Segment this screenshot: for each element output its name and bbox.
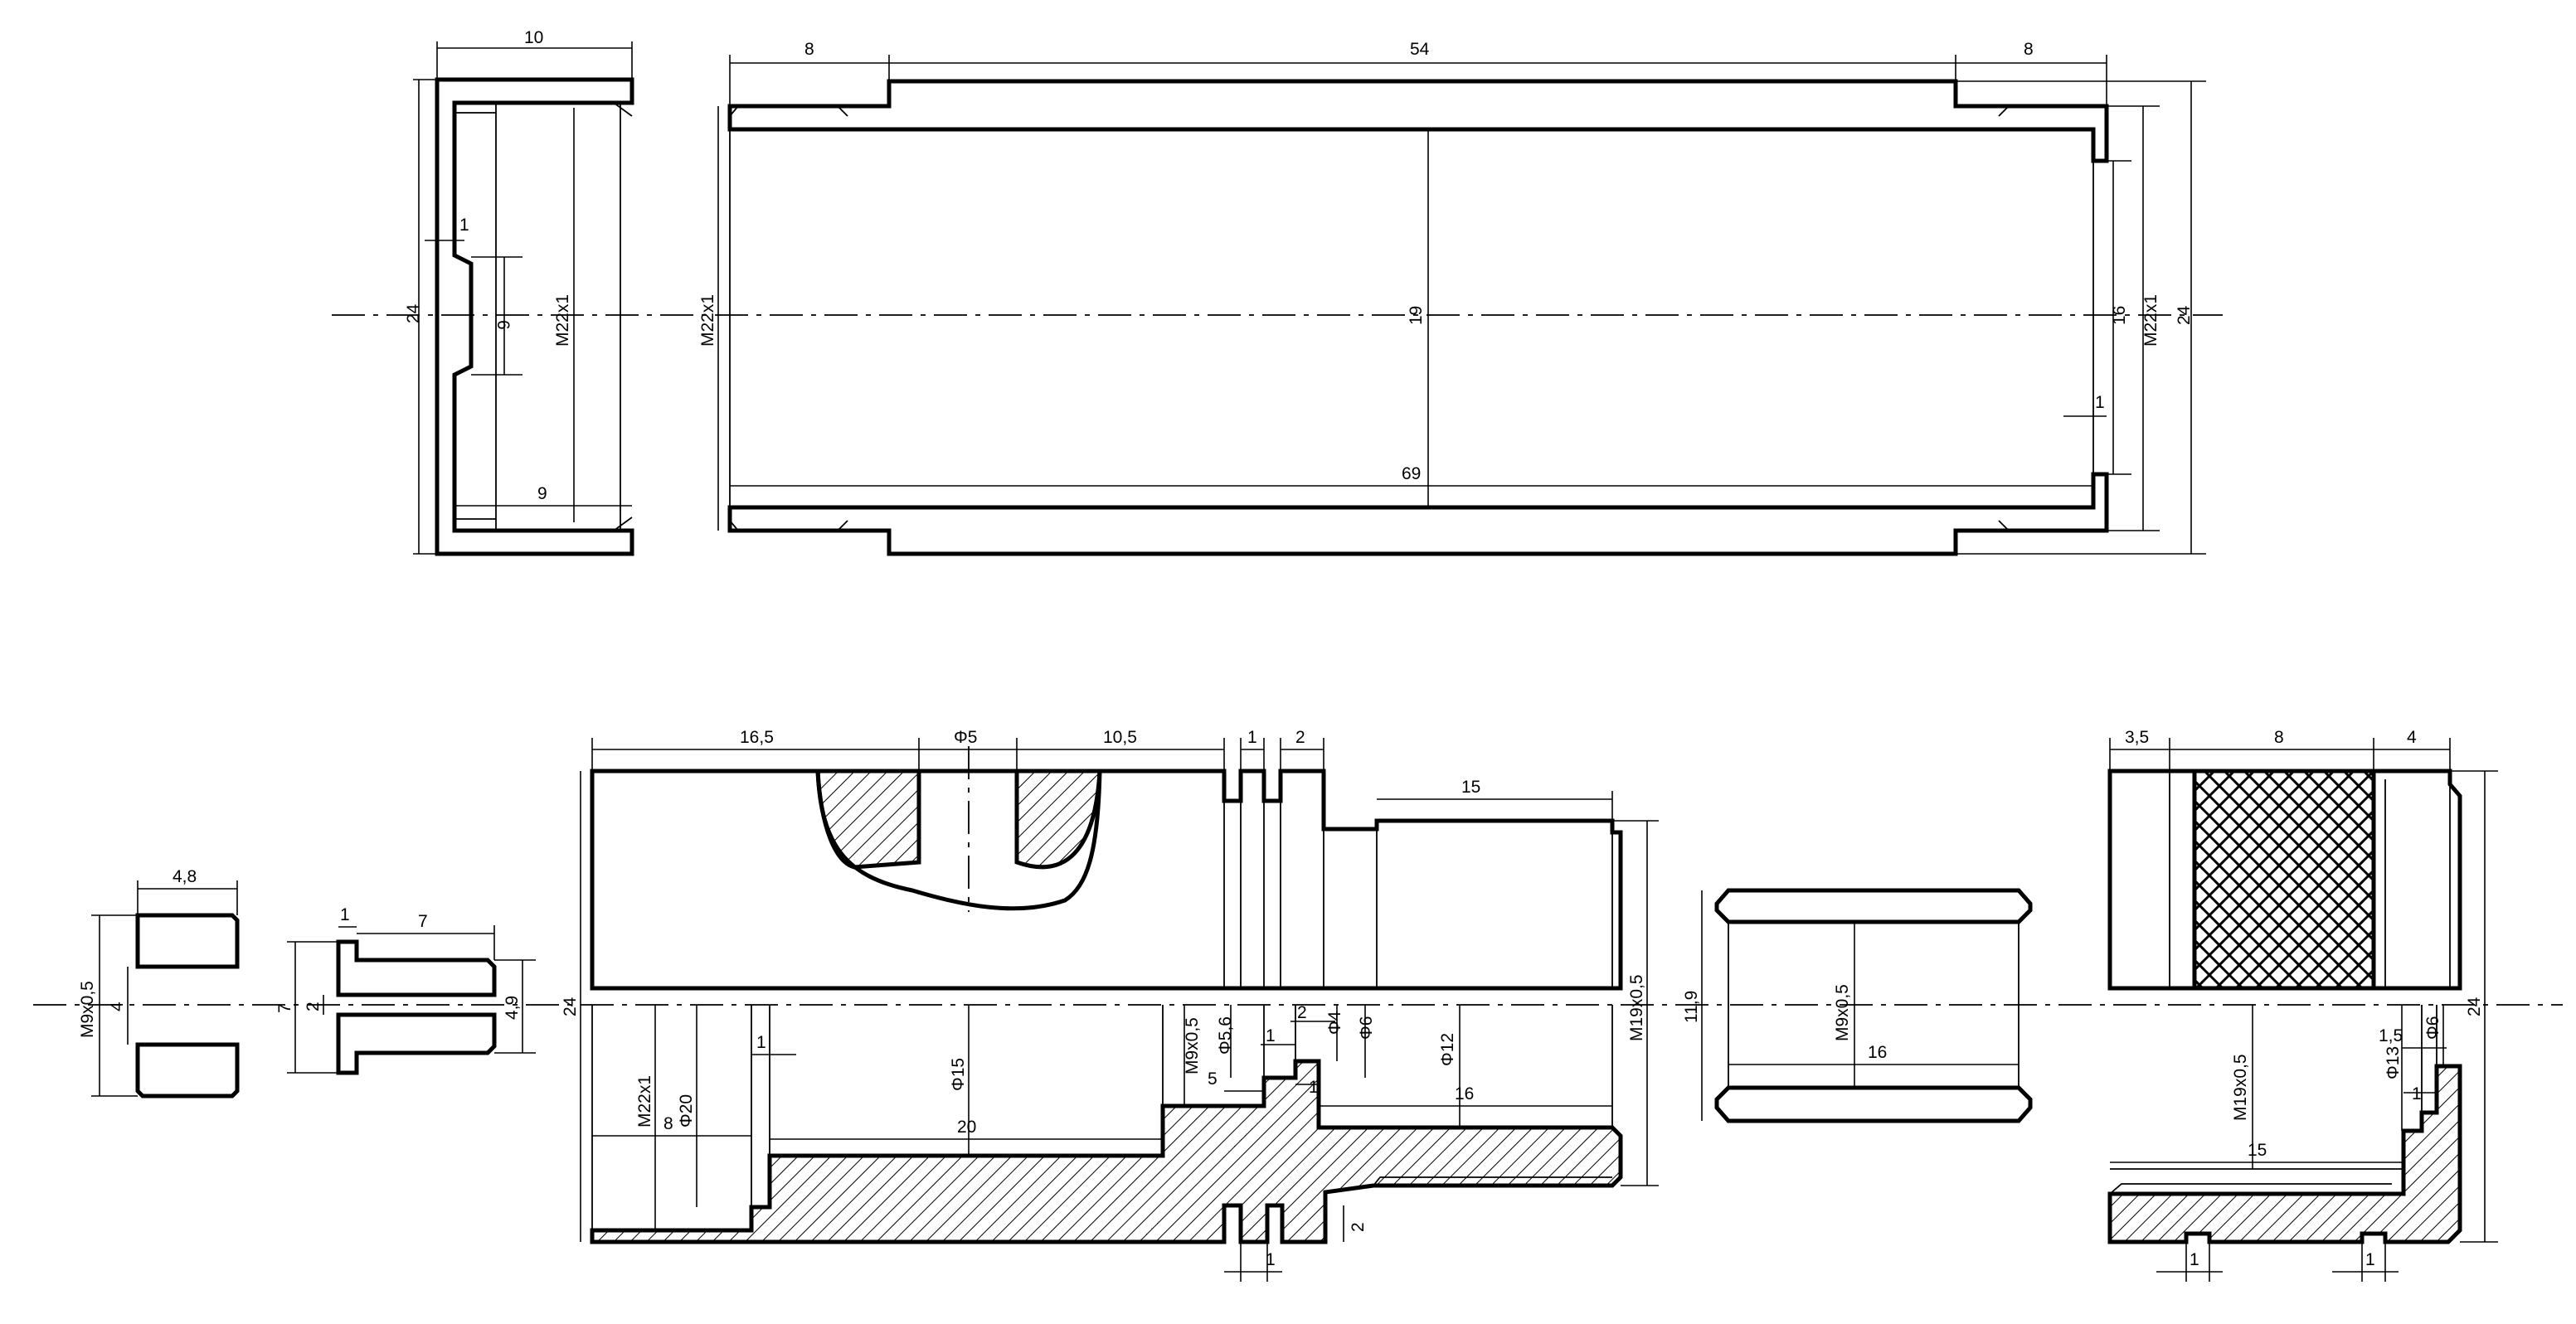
knob-d13-label: Φ13 [2384,1046,2403,1079]
sleeve-length-label: 16 [1868,1043,1887,1062]
body-w-label: 16 [1455,1084,1474,1103]
tube-chamfers [729,105,2094,531]
body-j-label: 8 [663,1114,673,1133]
body-f-label: 15 [1461,778,1480,797]
view-knob: 3,5 8 4 M19x0,5 Φ13 1,5 Φ6 24 1 15 1 1 [2107,728,2498,1282]
body-d-label: 1 [1247,728,1257,747]
nut-top [135,913,240,969]
tube-left-len-label: 8 [804,40,814,59]
body-h-label: M19x0,5 [1627,974,1646,1041]
knob-c-label: 4 [2407,728,2417,747]
body-q-label: 5 [1208,1069,1218,1089]
view-nut: 4,8 M9x0,5 4 [78,867,240,1098]
body-y-label: 2 [1349,1222,1368,1232]
body-o-label: M9x0,5 [1183,1017,1202,1074]
knob-d6-label: Φ6 [2423,1016,2442,1040]
nut-width-label: 4,8 [173,867,197,886]
tube-thread-right-label: M22x1 [2141,294,2160,347]
body-l-label: 1 [756,1033,766,1052]
knob-a-label: 3,5 [2125,728,2149,747]
body-x-label: 1 [1309,1078,1319,1097]
knob-step2-label: 1 [2412,1084,2422,1103]
knob-thread-label: M19x0,5 [2231,1054,2250,1121]
pin-shank-label: 4,9 [503,996,522,1020]
view-tube: 8 54 8 M22x1 19 69 16 M22x1 24 1 [698,40,2206,556]
body-z-label: 1 [1266,1250,1276,1269]
knob-b-label: 8 [2274,728,2284,747]
pin-head-dia-label: 7 [275,1003,294,1013]
view-sleeve: 11,9 M9x0,5 16 [1682,888,2033,1123]
tube-mid-len-label: 54 [1410,40,1430,59]
knob-knurl [2192,769,2376,991]
cap-bore [454,102,633,531]
sleeve-outer-label: 11,9 [1682,991,1701,1023]
body-r-label: 1 [1266,1026,1276,1045]
pin-outline-top [336,939,497,997]
knob-g1-label: 1 [2190,1250,2199,1269]
body-t-label: Φ4 [1325,1011,1344,1035]
body-breakout-left [815,769,921,870]
body-e-label: 2 [1295,728,1305,747]
cap-depth-label: 9 [537,484,547,503]
body-breakout-right [1014,769,1102,870]
knob-section [2107,1064,2462,1244]
view-body: 16,5 Φ5 10,5 1 2 15 24 M19x0,5 M22x1 8 Φ… [561,728,1659,1282]
tube-total-label: 69 [1402,464,1421,483]
body-v-label: Φ12 [1438,1033,1457,1066]
body-breakout-edge [815,770,1102,911]
pin-head-label: 1 [340,905,350,924]
knob-outer-label: 24 [2465,997,2484,1016]
body-k-label: Φ20 [677,1094,696,1128]
pin-hole-label: 2 [304,1001,323,1011]
cap-thread-label: M22x1 [553,294,572,347]
nut-bottom [135,1042,240,1098]
tube-right-len-label: 8 [2024,40,2034,59]
body-m-label: Φ15 [949,1058,968,1091]
cap-outline [435,77,634,556]
body-upper [590,769,1623,991]
body-n-label: 20 [957,1118,976,1137]
sleeve-bore [1728,922,2019,1088]
tube-bore-label: 19 [1407,306,1426,325]
tube-inner-label: 16 [2110,306,2129,325]
tube-wall-label: 1 [2095,393,2105,412]
nut-thread-label: M9x0,5 [78,981,97,1038]
pin-length-label: 7 [418,912,428,931]
body-b-label: Φ5 [954,728,977,747]
body-upper-lines [1223,801,1613,988]
cap-height-label: 24 [404,303,423,323]
tube-thread-left-label: M22x1 [698,294,717,347]
cap-recess-label: 6 [493,320,513,330]
sleeve-top [1714,888,2033,924]
sleeve-thread-label: M9x0,5 [1833,984,1852,1041]
body-a-label: 16,5 [740,728,774,747]
body-i-label: M22x1 [635,1075,654,1128]
tube-outer-label: 24 [2175,305,2194,325]
body-p-label: Φ5,6 [1216,1016,1235,1055]
knob-len-label: 15 [2248,1141,2267,1160]
body-section [590,1059,1623,1244]
body-g-label: 24 [561,997,580,1016]
knob-g2-label: 1 [2365,1250,2375,1269]
knob-section-lines [2109,1005,2437,1195]
body-s-label: 2 [1297,1003,1307,1022]
body-c-label: 10,5 [1103,728,1137,747]
tube-outline [727,79,2109,163]
pin-outline-bottom [336,1012,497,1075]
body-section-bore [591,1005,1613,1230]
view-cap: 10 24 1 6 M22x1 9 [404,28,634,556]
cap-step-label: 1 [459,216,469,235]
cap-width-label: 10 [524,28,543,47]
body-u-label: Φ6 [1357,1016,1376,1040]
sleeve-bottom [1714,1085,2033,1123]
nut-bore-label: 4 [108,1001,127,1011]
view-pin: 1 7 7 2 4,9 [275,905,536,1075]
knob-step-label: 1,5 [2379,1026,2403,1045]
